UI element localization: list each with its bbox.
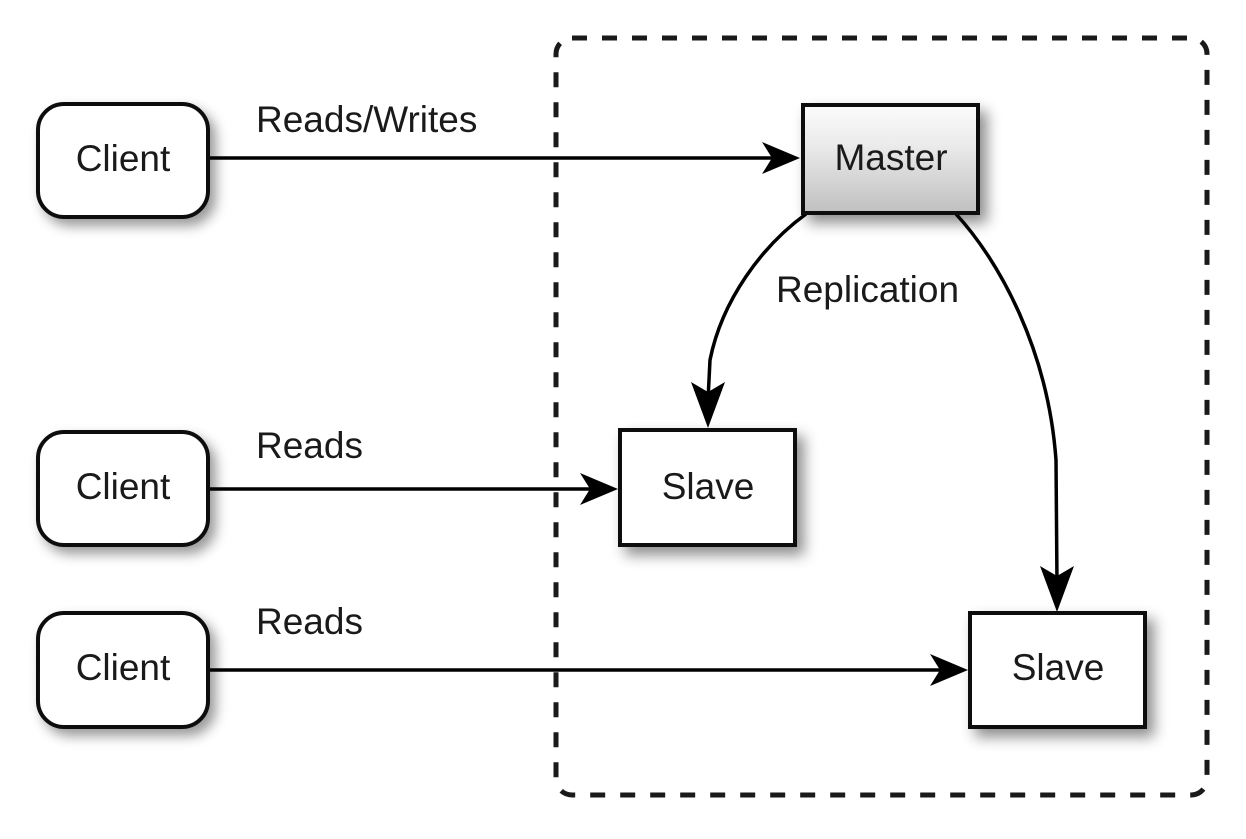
node-slave-2[interactable] <box>968 611 1147 729</box>
slave-1-label: Slave <box>662 466 755 507</box>
edge-master-slave2 <box>954 212 1074 612</box>
node-slave-1[interactable] <box>618 428 797 547</box>
edge-label-replication: Replication <box>776 269 959 310</box>
client-box[interactable] <box>36 611 210 729</box>
system-boundary <box>553 35 1210 798</box>
node-client-1[interactable] <box>36 102 210 219</box>
arrowhead-icon <box>930 654 968 686</box>
arrowhead-icon <box>691 382 725 428</box>
master-box[interactable] <box>801 103 980 215</box>
edge-master-slave1 <box>691 212 808 428</box>
arrowhead-icon <box>1040 566 1074 612</box>
arrowhead-icon <box>580 473 618 505</box>
master-label: Master <box>834 137 947 178</box>
edge-client2-slave1 <box>208 473 618 505</box>
client-box[interactable] <box>36 102 210 219</box>
edge-client1-master <box>208 142 800 174</box>
slave-2-label: Slave <box>1012 647 1105 688</box>
node-client-3[interactable] <box>36 611 210 729</box>
arrowhead-icon <box>762 142 800 174</box>
edge-label-reads-1: Reads <box>256 425 363 466</box>
slave-box[interactable] <box>968 611 1147 729</box>
edge-curve <box>706 212 808 401</box>
client-2-label: Client <box>76 466 171 507</box>
edge-curve <box>954 212 1059 585</box>
slave-box[interactable] <box>618 428 797 547</box>
edge-label-reads-writes: Reads/Writes <box>256 99 477 140</box>
client-3-label: Client <box>76 647 171 688</box>
edge-client3-slave2 <box>208 654 968 686</box>
node-client-2[interactable] <box>36 430 210 547</box>
client-box[interactable] <box>36 430 210 547</box>
node-master[interactable] <box>801 103 980 215</box>
edge-label-reads-2: Reads <box>256 601 363 642</box>
client-1-label: Client <box>76 138 171 179</box>
